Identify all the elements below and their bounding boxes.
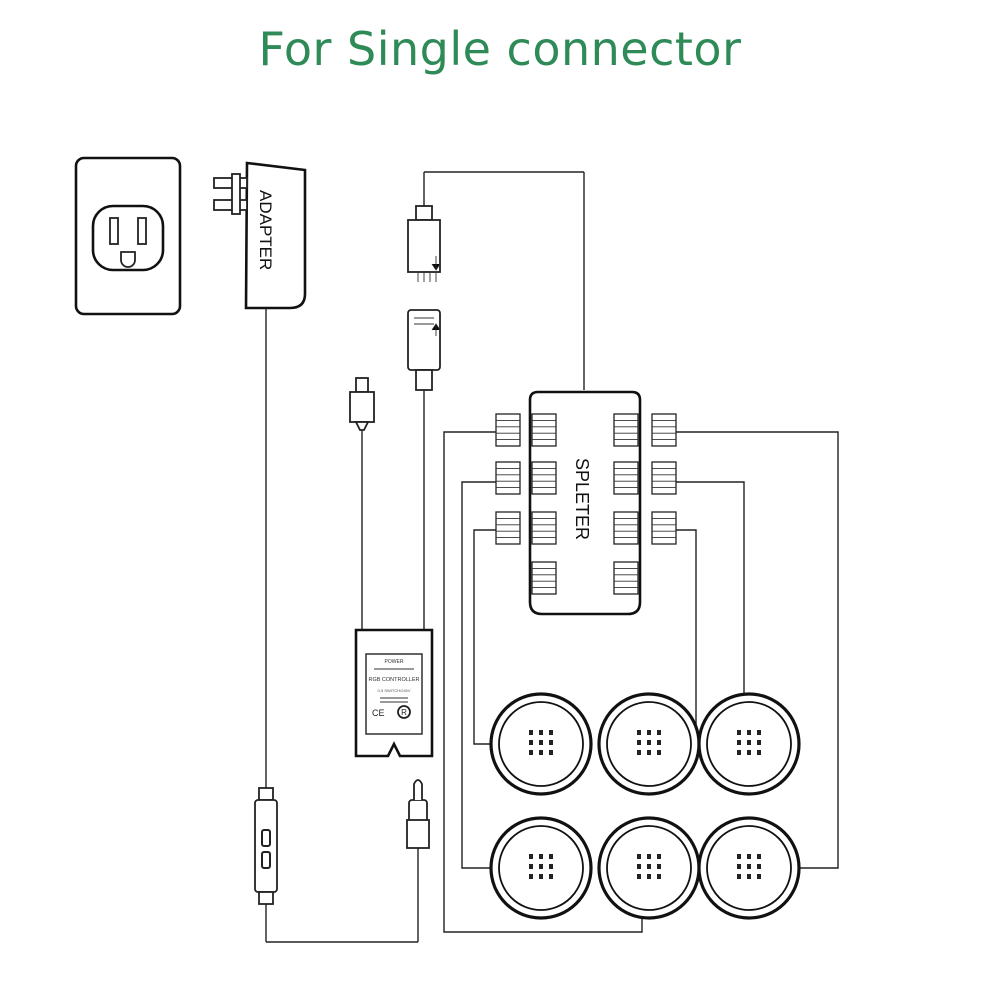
splitter-port-inner-left xyxy=(531,413,557,447)
splitter-port-right xyxy=(651,413,677,447)
puck-light xyxy=(697,692,801,796)
wall-outlet xyxy=(74,156,182,316)
splitter-port-inner-right xyxy=(613,511,639,545)
splitter-port-left xyxy=(495,461,521,495)
adapter-prong-bottom xyxy=(213,199,248,211)
controller-name-label: RGB CONTROLLER xyxy=(368,677,419,683)
splitter-port-inner-left xyxy=(531,461,557,495)
controller-model-label: 0-5 SWITCH/240V xyxy=(377,688,410,693)
diagram-title: For Single connector xyxy=(258,22,742,76)
adapter-label: ADAPTER xyxy=(256,190,275,270)
rohs-mark xyxy=(397,705,411,719)
puck-light xyxy=(697,816,801,920)
rgb-controller: POWER RGB CONTROLLER 0-5 SWITCH/240V CE … xyxy=(354,628,434,758)
splitter-port-right xyxy=(651,461,677,495)
pin-connector-female xyxy=(407,309,441,630)
splitter-port-left xyxy=(495,413,521,447)
splitter-port-right xyxy=(651,511,677,545)
splitter-port-left xyxy=(495,511,521,545)
small-connector xyxy=(349,377,375,630)
splitter-ports xyxy=(495,413,677,595)
splitter-port-inner-right xyxy=(613,413,639,447)
dc-plug xyxy=(406,779,430,849)
puck-light xyxy=(597,816,701,920)
svg-text:R: R xyxy=(401,708,407,717)
splitter-port-inner-left xyxy=(531,561,557,595)
pin-connector-male xyxy=(407,171,585,390)
puck-light xyxy=(489,816,593,920)
ce-mark: CE xyxy=(372,708,385,718)
splitter-port-inner-left xyxy=(531,511,557,545)
splitter-port-inner-right xyxy=(613,561,639,595)
controller-power-label: POWER xyxy=(385,659,404,665)
splitter-hub: SPLETER xyxy=(528,390,642,616)
power-adapter: ADAPTER xyxy=(213,161,307,790)
splitter-label: SPLETER xyxy=(572,458,592,540)
adapter-prong-top xyxy=(213,177,248,189)
inline-switch xyxy=(254,787,419,943)
outlet-ground xyxy=(120,251,136,268)
outlet-slot-right xyxy=(137,217,147,245)
splitter-port-inner-right xyxy=(613,461,639,495)
puck-light xyxy=(489,692,593,796)
puck-lights xyxy=(489,692,801,920)
outlet-slot-left xyxy=(109,217,119,245)
puck-light xyxy=(597,692,701,796)
